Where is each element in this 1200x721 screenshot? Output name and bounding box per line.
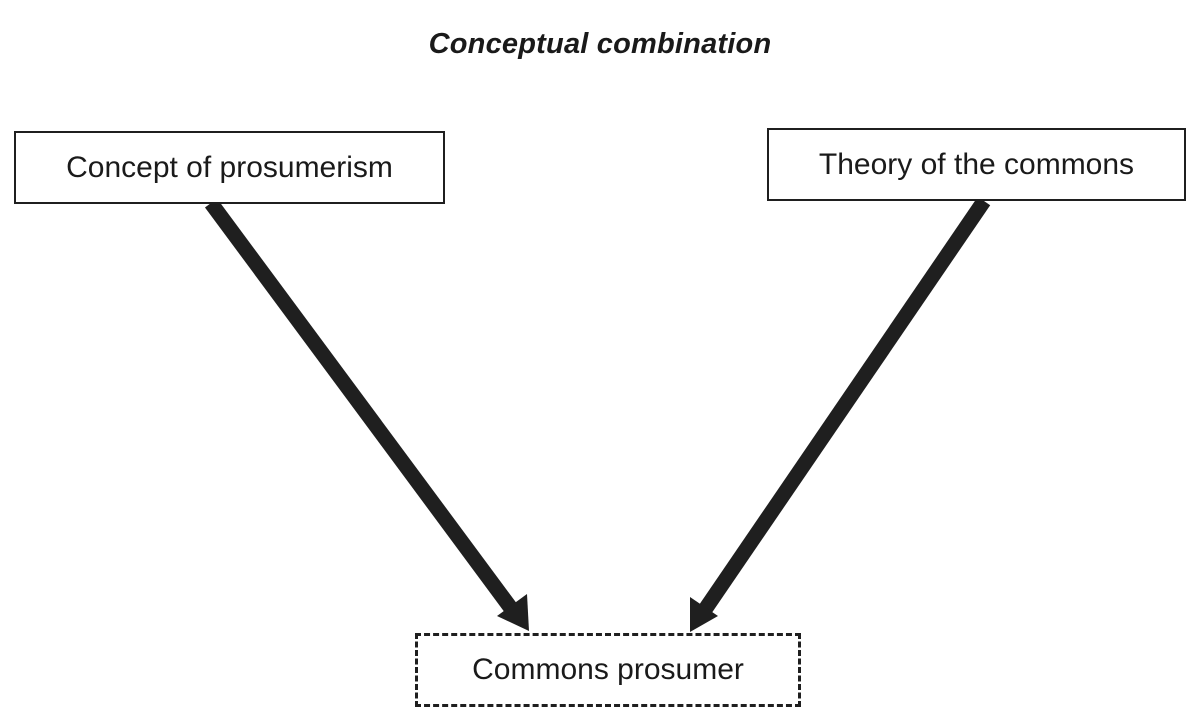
- theory-of-the-commons-box: Theory of the commons: [767, 128, 1186, 201]
- theory-of-the-commons-label: Theory of the commons: [818, 147, 1135, 181]
- arrow-prosumerism-to-commons-prosumer: [204, 198, 529, 631]
- concept-of-prosumerism-box: Concept of prosumerism: [14, 131, 445, 204]
- commons-prosumer-box: Commons prosumer: [415, 633, 801, 707]
- arrow-shaft-left: [204, 198, 520, 616]
- arrowhead-right: [690, 597, 718, 632]
- diagram-title: Conceptual combination: [428, 28, 772, 60]
- arrow-commons-to-commons-prosumer: [690, 196, 991, 632]
- arrow-shaft-right: [697, 196, 991, 616]
- arrowhead-left: [497, 594, 529, 631]
- commons-prosumer-label: Commons prosumer: [472, 653, 744, 686]
- concept-of-prosumerism-label: Concept of prosumerism: [66, 150, 393, 184]
